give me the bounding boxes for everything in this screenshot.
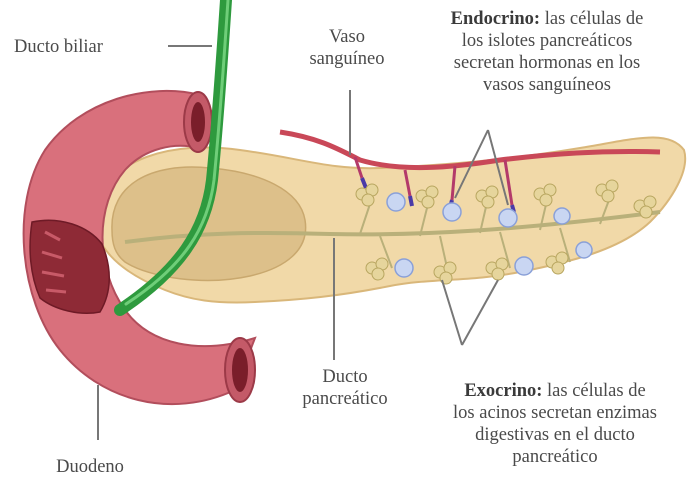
label-pancreatic-duct-line2: pancreático bbox=[280, 388, 410, 410]
label-duodenum: Duodeno bbox=[20, 456, 160, 478]
label-blood-vessel-line1: Vaso bbox=[292, 26, 402, 48]
label-exocrine-line2: los acinos secretan enzimas bbox=[418, 402, 692, 424]
label-endocrine-line1: Endocrino: las células de bbox=[412, 8, 682, 30]
label-bile-duct-text: Ducto biliar bbox=[14, 37, 103, 57]
label-exocrine-line3: digestivas en el ducto bbox=[418, 424, 692, 446]
leader-exocrine bbox=[442, 280, 498, 345]
label-endocrine-line1-rest: las células de bbox=[545, 9, 644, 29]
label-endocrine-line3: secretan hormonas en los bbox=[412, 52, 682, 74]
label-exocrine-line4: pancreático bbox=[418, 446, 692, 468]
label-endocrine: Endocrino: las células de los islotes pa… bbox=[412, 8, 682, 96]
duodenum-top-lumen bbox=[191, 102, 205, 142]
label-endocrine-line4: vasos sanguíneos bbox=[412, 74, 682, 96]
label-exocrine-line1: Exocrino: las células de bbox=[418, 380, 692, 402]
duodenum-bottom-lumen bbox=[232, 348, 248, 392]
label-pancreatic-duct-line1: Ducto bbox=[280, 366, 410, 388]
label-blood-vessel: Vaso sanguíneo bbox=[292, 26, 402, 70]
label-pancreatic-duct: Ducto pancreático bbox=[280, 366, 410, 410]
label-endocrine-line2: los islotes pancreáticos bbox=[412, 30, 682, 52]
label-bile-duct: Ducto biliar bbox=[14, 36, 164, 58]
label-duodenum-text: Duodeno bbox=[56, 457, 124, 477]
label-exocrine-title: Exocrino: bbox=[464, 381, 542, 401]
label-exocrine: Exocrino: las células de los acinos secr… bbox=[418, 380, 692, 468]
label-endocrine-title: Endocrino: bbox=[451, 9, 540, 29]
label-exocrine-line1-rest: las células de bbox=[547, 381, 646, 401]
label-blood-vessel-line2: sanguíneo bbox=[292, 48, 402, 70]
